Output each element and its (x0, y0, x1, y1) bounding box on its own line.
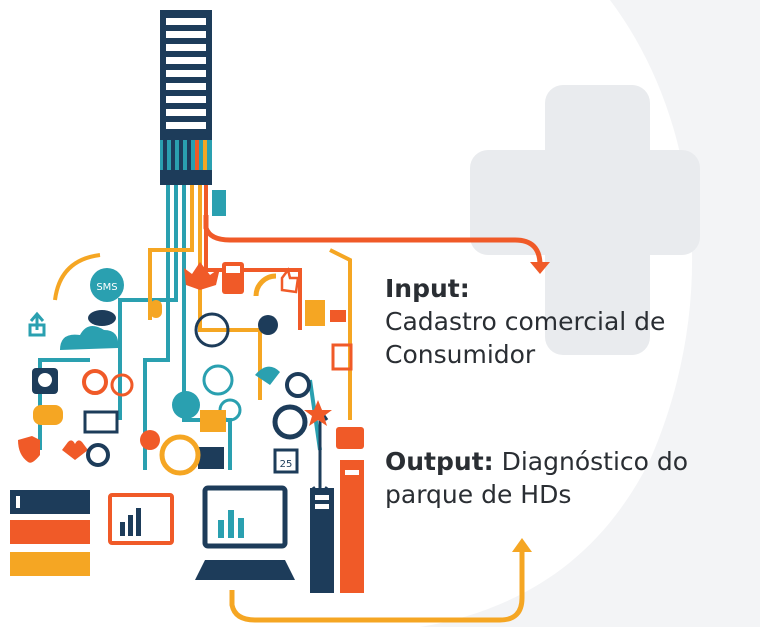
eye-icon (88, 310, 116, 326)
output-line-1: Diagnóstico do (493, 447, 689, 476)
server-tower-icon (160, 10, 226, 216)
calculator-icon (222, 262, 244, 294)
gear-icon (272, 404, 308, 440)
dollar-coin-icon (140, 430, 160, 450)
input-label: Input: (385, 274, 470, 303)
thumbs-up-icon (280, 267, 300, 294)
document-icon (305, 300, 325, 326)
video-camera-icon (32, 368, 58, 394)
output-line-2: parque de HDs (385, 480, 572, 509)
lightbulb-icon (150, 300, 162, 318)
calendar-icon: 25 (273, 448, 299, 474)
output-arrow (229, 548, 525, 623)
sim-card-icon (331, 343, 353, 371)
maple-leaf-icon (184, 262, 220, 290)
magnifier-icon (82, 369, 108, 395)
input-arrowhead (530, 262, 550, 274)
shield-check-icon (18, 436, 40, 463)
coin-icon (172, 391, 200, 419)
tower-server-dark-icon (310, 488, 334, 593)
input-line-1: Cadastro comercial de (385, 307, 666, 336)
input-arrow (203, 215, 543, 268)
background-arc (420, 0, 760, 627)
settings-gear-icon (285, 372, 311, 398)
drive-unit-amber (10, 552, 90, 576)
output-description: Output: Diagnóstico do parque de HDs (385, 445, 755, 511)
tower-server-orange-icon (340, 460, 364, 593)
sms-text: SMS (96, 282, 117, 293)
network-switch-icon (10, 490, 90, 514)
target-icon (202, 364, 234, 396)
cogs-icon (86, 443, 110, 467)
background-cross-horizontal (470, 150, 700, 255)
output-arrowhead (512, 538, 532, 552)
chat-bubble-icon (33, 405, 63, 425)
globe-grid-icon (159, 434, 201, 476)
monitor-chart-icon (108, 493, 174, 545)
cloud-icon (60, 326, 119, 350)
globe-icon (194, 312, 230, 348)
input-description: Input: Cadastro comercial de Consumidor (385, 272, 755, 371)
sms-bubble-icon: SMS (90, 268, 124, 302)
bird-icon (255, 366, 280, 385)
rss-icon (253, 273, 277, 297)
people-icon (258, 315, 278, 335)
calendar-day-text: 25 (280, 459, 293, 470)
drive-unit-orange (10, 520, 90, 544)
star-icon (304, 400, 332, 426)
output-label: Output: (385, 447, 494, 476)
briefcase-icon (336, 427, 364, 449)
upload-icon (28, 311, 46, 337)
heart-icon (62, 440, 88, 460)
card-icon (83, 410, 119, 434)
rewind-icon (198, 447, 224, 469)
film-icon (200, 410, 226, 432)
input-line-2: Consumidor (385, 340, 536, 369)
laptop-icon (195, 485, 295, 580)
download-icon (330, 310, 346, 322)
clock-icon (110, 373, 134, 397)
